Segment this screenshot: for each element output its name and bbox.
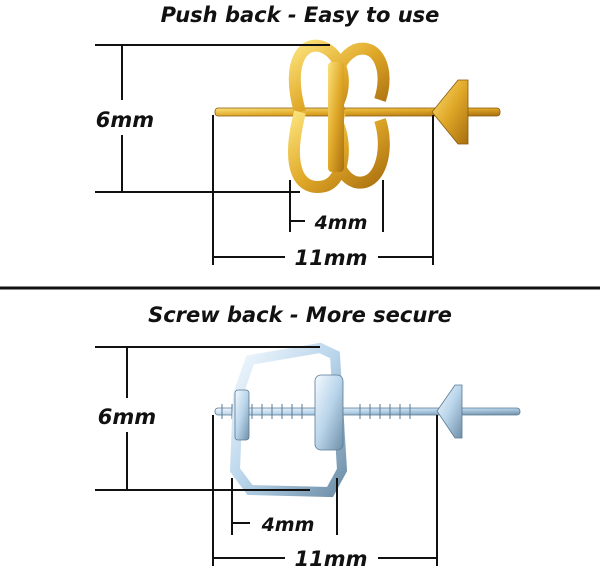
push-back-earring	[214, 39, 501, 193]
push-back-height-label: 6mm	[96, 108, 154, 132]
screw-back-earring	[214, 342, 521, 498]
screw-back-height-label: 6mm	[98, 405, 156, 429]
screw-back-width-label: 4mm	[261, 514, 315, 536]
screw-back-title: Screw back - More secure	[148, 303, 452, 327]
push-back-length-label: 11mm	[295, 246, 368, 270]
screw-back-length-label: 11mm	[295, 547, 368, 569]
push-back-width-label: 4mm	[314, 212, 368, 234]
push-back-dimension-lines	[95, 44, 434, 265]
push-back-title: Push back - Easy to use	[161, 3, 440, 27]
screw-back-dimension-lines	[95, 346, 438, 566]
